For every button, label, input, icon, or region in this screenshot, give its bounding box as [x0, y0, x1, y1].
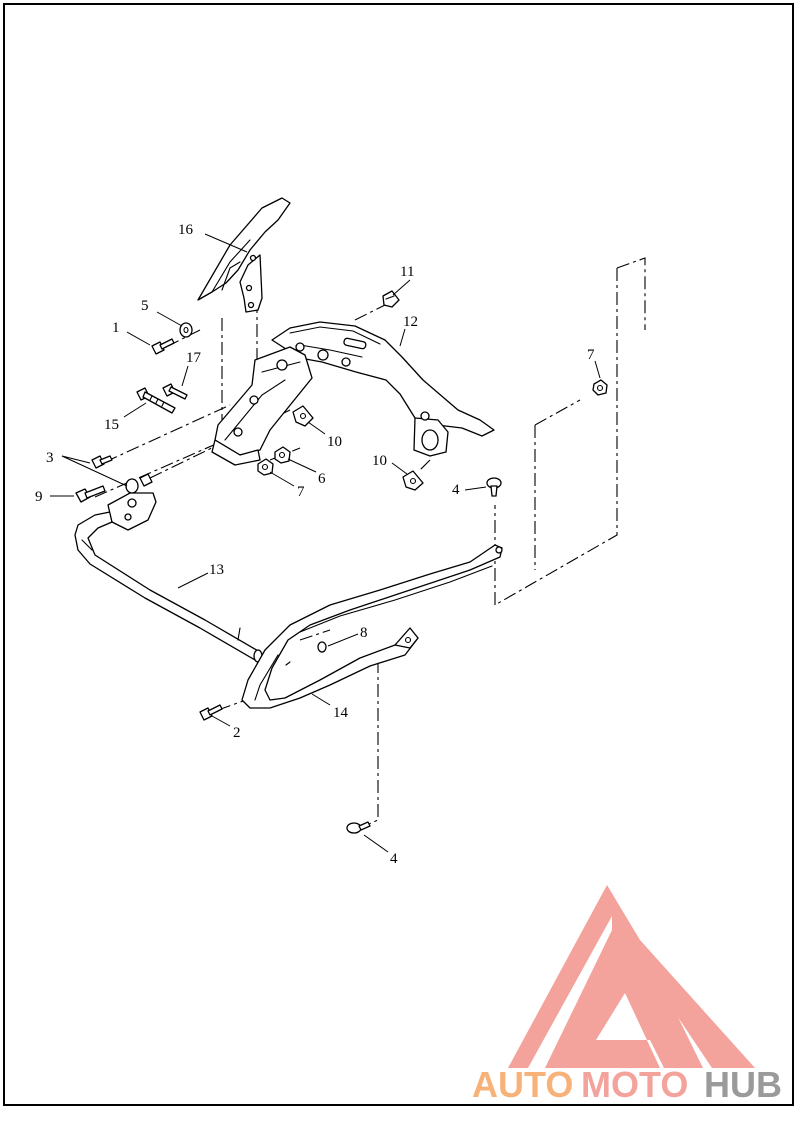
callout-10-lower: 10: [372, 453, 387, 469]
part-4-screw-upper: [486, 477, 502, 497]
part-7-nut-lower: [257, 458, 274, 476]
part-3-screw-a: [91, 455, 113, 469]
logo-text-moto: MOTO: [581, 1064, 688, 1105]
callout-4-lower: 4: [390, 851, 398, 867]
callout-6: 6: [318, 471, 326, 487]
part-4-screw-lower: [346, 821, 371, 834]
leader-lines: [50, 233, 601, 853]
callout-13: 13: [209, 562, 224, 578]
callout-8: 8: [360, 625, 368, 641]
part-16-upper-cover: [197, 197, 291, 313]
part-8-spacer: [317, 641, 327, 653]
part-6-nut: [274, 446, 291, 464]
callout-16: 16: [178, 222, 194, 238]
part-9-bolt: [75, 485, 106, 503]
part-17-bolt: [162, 383, 188, 400]
part-5-washer: [179, 322, 193, 338]
callout-1: 1: [112, 320, 120, 336]
part-3-screw-b: [125, 473, 153, 494]
callout-9: 9: [35, 489, 43, 505]
logo-triangle-mark: [508, 885, 703, 1068]
callout-2: 2: [233, 725, 241, 741]
part-15-long-bolt: [136, 387, 176, 414]
callout-14: 14: [333, 705, 349, 721]
watermark-logo: AUTO MOTO HUB: [472, 885, 782, 1105]
part-10-clip-nut-lower: [402, 470, 424, 491]
part-12-side-frame: [211, 321, 495, 466]
callout-5: 5: [141, 298, 149, 314]
callout-4-upper: 4: [452, 482, 460, 498]
callout-7-right: 7: [587, 347, 595, 363]
callout-labels: 16 11 12 5 1 17 15 3 9 7 10 10 6 7 4 13 …: [35, 222, 595, 867]
part-14-loop-bar: [241, 544, 503, 709]
callout-17: 17: [186, 350, 202, 366]
callout-3: 3: [46, 450, 54, 466]
callout-7-lower: 7: [297, 484, 305, 500]
logo-text-auto: AUTO: [472, 1064, 573, 1105]
logo-inner-triangle: [640, 940, 755, 1068]
callout-12: 12: [403, 314, 418, 330]
callout-10-upper: 10: [327, 434, 342, 450]
diagram-frame: [3, 3, 794, 1106]
part-7-nut-right: [592, 379, 608, 396]
part-1-screw: [151, 338, 175, 355]
callout-15: 15: [104, 417, 119, 433]
callout-11: 11: [400, 264, 414, 280]
part-10-clip-nut-upper: [292, 405, 314, 427]
logo-text-hub: HUB: [704, 1064, 782, 1105]
part-11-clip: [382, 290, 400, 308]
part-2-screw: [199, 704, 223, 721]
part-13-rail: [74, 492, 263, 663]
